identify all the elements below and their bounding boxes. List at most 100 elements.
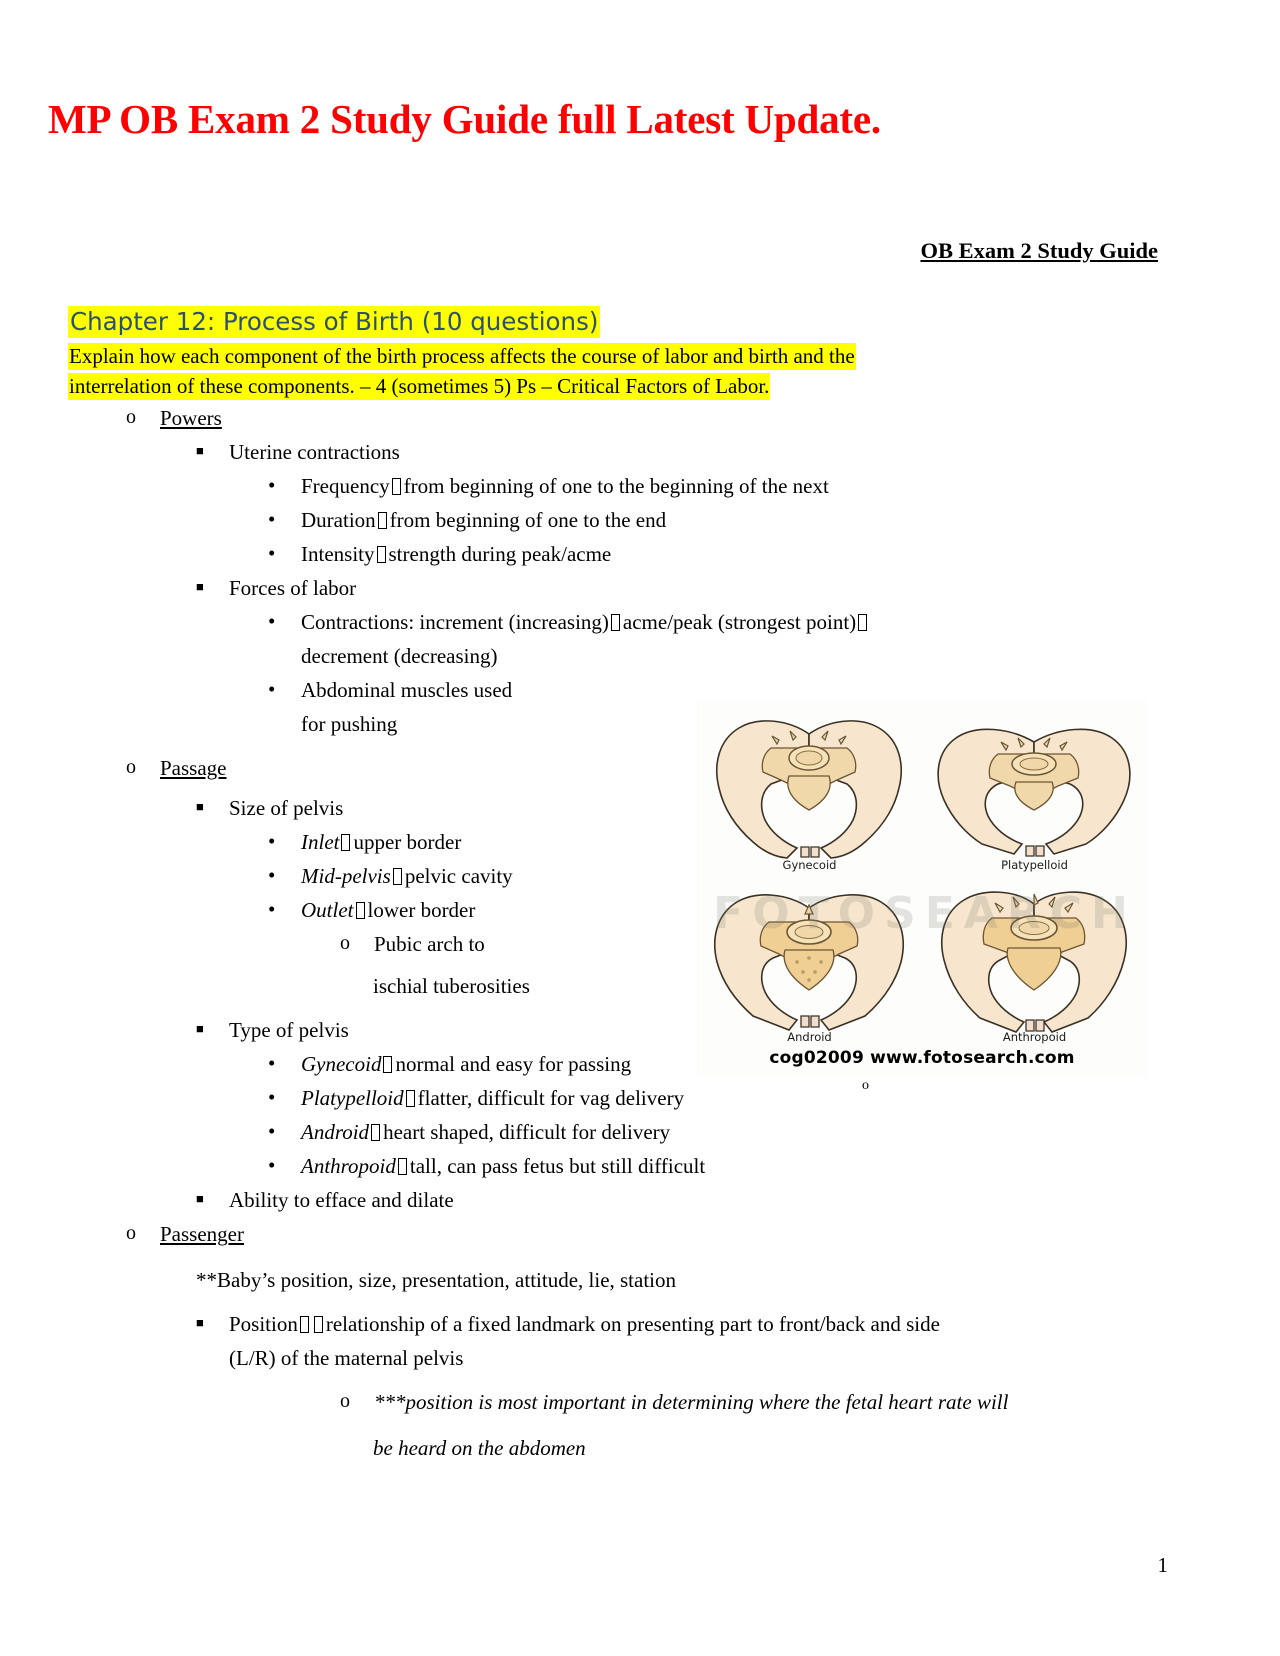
arrow-glyph-icon — [377, 512, 387, 530]
outline-item-powers: o Powers — [126, 401, 1143, 435]
outline-label-size-of-pelvis: Size of pelvis — [229, 796, 344, 821]
gynecoid-term: Gynecoid — [301, 1052, 382, 1077]
circle-bullet-icon: o — [126, 756, 136, 779]
pelvis-gynecoid: Gynecoid — [697, 702, 922, 874]
frequency-term: Frequency — [301, 474, 390, 499]
anthropoid-term: Anthropoid — [301, 1154, 396, 1179]
outline-item-type-of-pelvis: ■ Type of pelvis — [196, 1013, 1143, 1047]
ischial-tuberosities-text: ischial tuberosities — [373, 974, 530, 999]
outline-item-passenger-note: **Baby’s position, size, presentation, a… — [196, 1263, 1143, 1297]
pelvis-anthropoid: Anthropoid — [922, 874, 1147, 1046]
gynecoid-pelvis-icon — [716, 720, 902, 859]
anthropoid-desc: tall, can pass fetus but still difficult — [409, 1154, 706, 1179]
document-header: OB Exam 2 Study Guide — [920, 238, 1158, 263]
pelvis-android: Android — [697, 874, 922, 1046]
dot-bullet-icon: • — [268, 863, 276, 888]
mid-pelvis-point: Mid-pelvis pelvic cavity — [301, 859, 1143, 893]
outline-item-ability-efface-dilate: ■ Ability to efface and dilate — [196, 1183, 1143, 1217]
anthropoid-point: Anthropoid tall, can pass fetus but still… — [301, 1149, 1143, 1183]
dot-bullet-icon: • — [268, 541, 276, 566]
duration-term: Duration — [301, 508, 376, 533]
intensity-desc: strength during peak/acme — [388, 542, 612, 567]
outline-item-passage: o Passage — [126, 751, 1143, 785]
chapter-heading: Chapter 12: Process of Birth (10 questio… — [68, 306, 1143, 339]
intensity-term: Intensity — [301, 542, 375, 567]
outline-item-platypelloid: • Platypelloid flatter, difficult for vag… — [268, 1081, 1143, 1115]
arrow-glyph-icon — [371, 1124, 381, 1142]
dot-bullet-icon: • — [268, 1085, 276, 1110]
inlet-desc: upper border — [353, 830, 462, 855]
outline-item-pubic-arch: o Pubic arch to ischial tuberosities — [340, 927, 1143, 1003]
outline-root: o Powers ■ Uterine contractions • Freque… — [68, 401, 1143, 1465]
arrow-glyph-icon — [376, 546, 386, 564]
chapter-intro-line-1: Explain how each component of the birth … — [68, 342, 856, 370]
arrow-glyph-icon — [355, 902, 365, 920]
outline-item-uterine-contractions: ■ Uterine contractions — [196, 435, 1143, 469]
abdominal-muscles-wrap: for pushing — [301, 712, 398, 737]
circle-bullet-icon: o — [126, 1222, 136, 1245]
platypelloid-desc: flatter, difficult for vag delivery — [417, 1086, 685, 1111]
chapter-heading-text: Chapter 12: Process of Birth (10 questio… — [68, 306, 601, 338]
platypelloid-point: Platypelloid flatter, difficult for vag d… — [301, 1081, 1143, 1115]
contractions-phases-text: Contractions: increment (increasing) acme… — [301, 605, 1143, 639]
mid-pelvis-desc: pelvic cavity — [404, 864, 513, 889]
page-title: MP OB Exam 2 Study Guide full Latest Upd… — [48, 96, 881, 142]
square-bullet-icon: ■ — [196, 1315, 204, 1331]
dot-bullet-icon: • — [268, 473, 276, 498]
dot-bullet-icon: • — [268, 1153, 276, 1178]
figure-caption: cog02009 www.fotosearch.com — [769, 1048, 1075, 1068]
dot-bullet-icon: • — [268, 1051, 276, 1076]
contractions-after: acme/peak (strongest point) — [622, 610, 857, 635]
arrow-glyph-icon — [397, 1158, 407, 1176]
pubic-arch-text: Pubic arch to — [374, 932, 485, 957]
dot-bullet-icon: • — [268, 507, 276, 532]
outline-item-anthropoid: • Anthropoid tall, can pass fetus but sti… — [268, 1149, 1143, 1183]
platypelloid-term: Platypelloid — [301, 1086, 404, 1111]
dot-bullet-icon: • — [268, 609, 276, 634]
chapter-intro-line-2: interrelation of these components. – 4 (… — [68, 372, 771, 400]
arrow-glyph-icon — [405, 1090, 415, 1108]
square-bullet-icon: ■ — [196, 799, 204, 815]
frequency-desc: from beginning of one to the beginning o… — [403, 474, 829, 499]
page-number: 1 — [1157, 1553, 1169, 1577]
platypelloid-pelvis-icon — [937, 728, 1131, 857]
circle-bullet-icon: o — [126, 406, 136, 429]
inlet-term: Inlet — [301, 830, 340, 855]
contractions-before: Contractions: increment (increasing) — [301, 610, 609, 635]
pelvis-label-platypelloid: Platypelloid — [1001, 858, 1068, 872]
outline-label-type-of-pelvis: Type of pelvis — [229, 1018, 349, 1043]
outline-item-forces-of-labor: ■ Forces of labor — [196, 571, 1143, 605]
outline-label-passage: Passage — [160, 756, 227, 781]
mid-pelvis-term: Mid-pelvis — [301, 864, 391, 889]
outline-item-mid-pelvis: • Mid-pelvis pelvic cavity — [268, 859, 1143, 893]
dot-bullet-icon: • — [268, 1119, 276, 1144]
document-body: Chapter 12: Process of Birth (10 questio… — [68, 306, 1143, 1466]
arrow-glyph-icon — [299, 1316, 309, 1334]
arrow-glyph-icon-2 — [313, 1316, 323, 1334]
passenger-note-text: **Baby’s position, size, presentation, a… — [196, 1268, 677, 1293]
position-note-line-2: be heard on the abdomen — [373, 1436, 586, 1461]
square-bullet-icon: ■ — [196, 1021, 204, 1037]
pelvis-label-anthropoid: Anthropoid — [1002, 1030, 1067, 1044]
outline-item-contractions-phases: • Contractions: increment (increasing) ac… — [268, 605, 1143, 673]
square-bullet-icon: ■ — [196, 443, 204, 459]
anthropoid-pelvis-icon — [941, 891, 1127, 1033]
arrow-glyph-icon — [858, 614, 868, 632]
outline-label-powers: Powers — [160, 406, 222, 431]
position-term: Position — [229, 1312, 298, 1337]
pelvis-label-gynecoid: Gynecoid — [782, 858, 837, 872]
outline-item-gynecoid: • Gynecoid normal and easy for passing — [268, 1047, 1143, 1081]
position-note-line-1: ***position is most important in determi… — [374, 1390, 1009, 1415]
outline-item-frequency: • Frequency from beginning of one to the … — [268, 469, 1143, 503]
outline-item-abdominal-muscles: • Abdominal muscles used for pushing — [268, 673, 1143, 741]
abdominal-muscles-text: Abdominal muscles used — [301, 678, 513, 703]
android-pelvis-icon — [714, 894, 904, 1031]
gynecoid-desc: normal and easy for passing — [395, 1052, 632, 1077]
outlet-term: Outlet — [301, 898, 354, 923]
